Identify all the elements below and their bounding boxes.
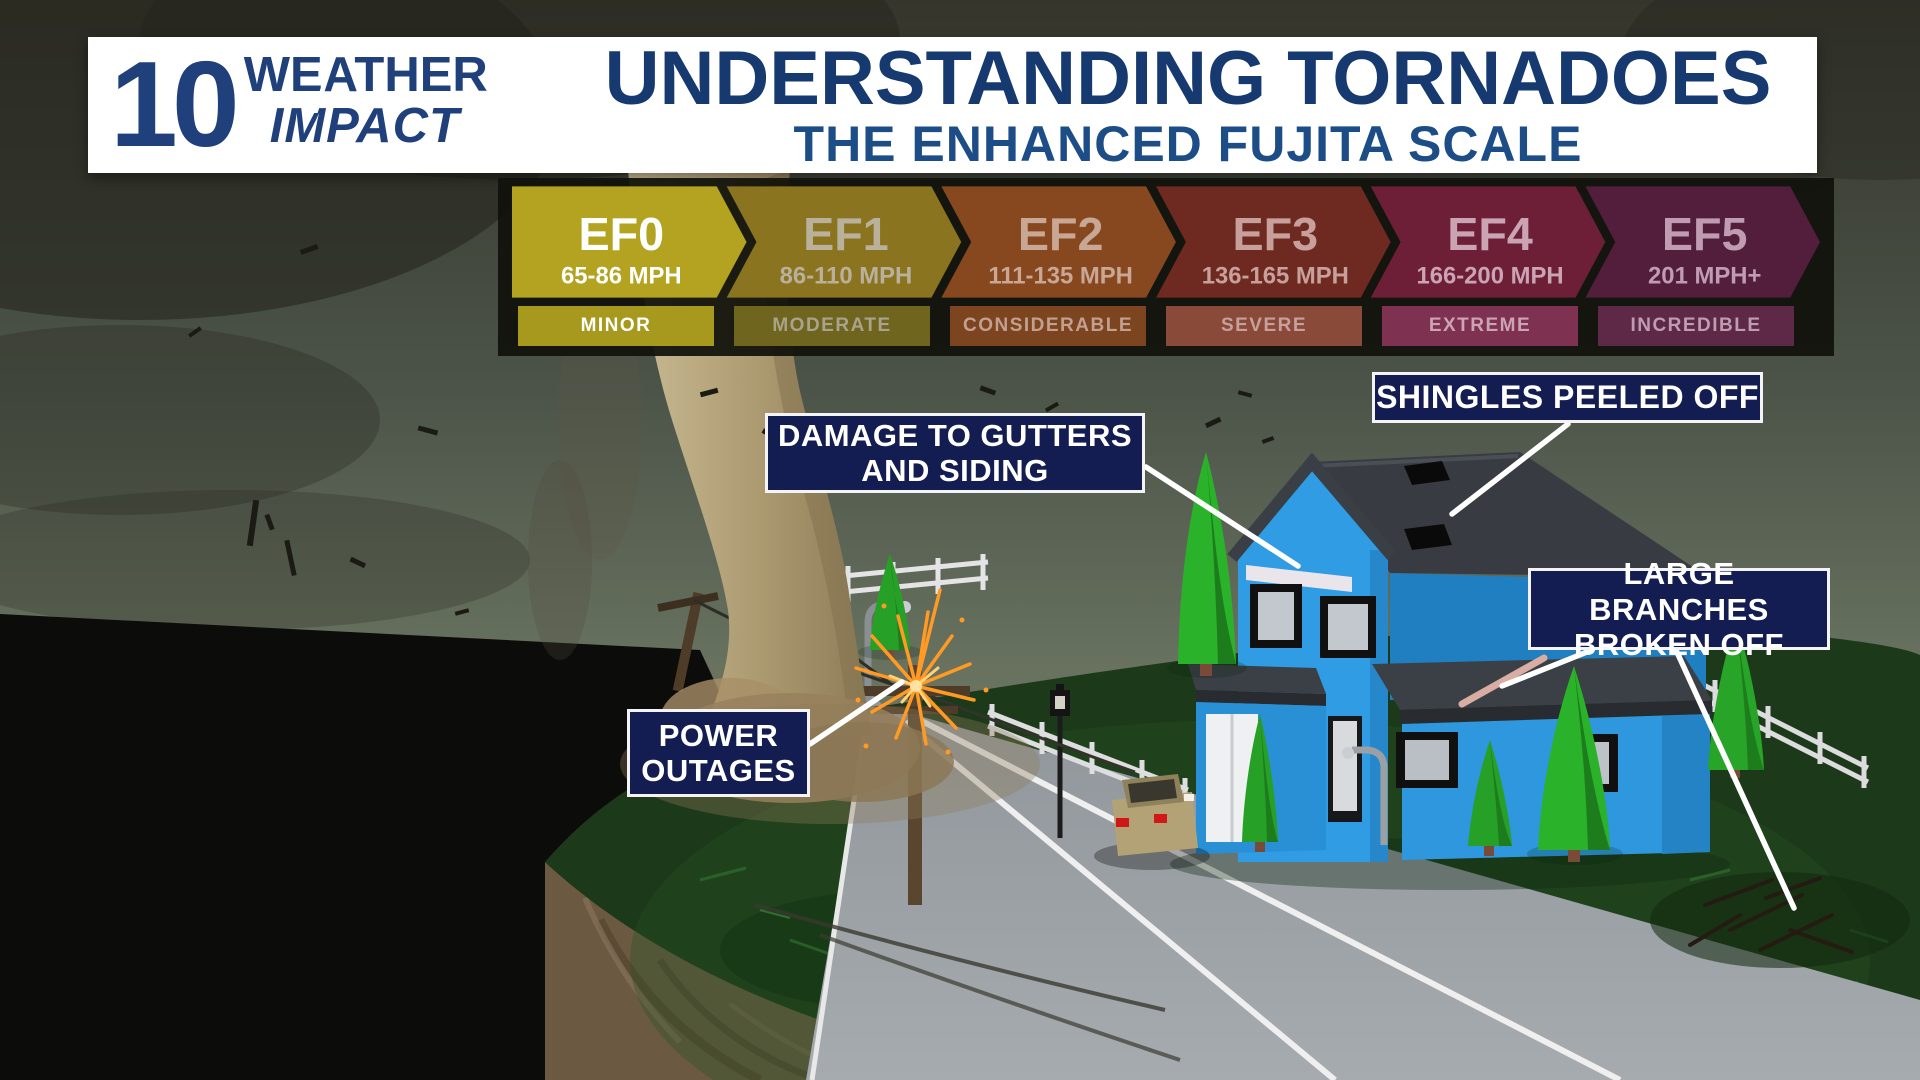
tree [1708, 620, 1764, 778]
page-subtitle: THE ENHANCED FUJITA SCALE [793, 116, 1583, 172]
callout-line: AND SIDING [861, 453, 1049, 488]
roof-trim [1227, 452, 1397, 562]
ef3-speed: 136-165 MPH [1202, 263, 1349, 290]
electrical-sparks [854, 588, 989, 755]
car [1094, 774, 1210, 870]
ef2-speed: 111-135 MPH [988, 263, 1132, 290]
window [1320, 596, 1376, 658]
ef-scale-band: EF0 65-86 MPH EF1 86-110 MPH EF2 111-135… [498, 178, 1834, 356]
callout-shingles-peeled: SHINGLES PEELED OFF [1372, 372, 1763, 423]
ef-scale-arrows: EF0 65-86 MPH EF1 86-110 MPH EF2 111-135… [511, 186, 1821, 298]
logo-number: 10 [110, 36, 240, 172]
callout-line: DAMAGE TO GUTTERS [777, 417, 1133, 453]
callout-line: LARGE BRANCHES [1589, 556, 1769, 627]
ef1-damage-badge: MODERATE [734, 306, 930, 346]
car-window [1128, 779, 1177, 803]
ef0-speed: 65-86 MPH [561, 263, 682, 290]
fallen-wire [819, 933, 1181, 1062]
street-lamp-house [1342, 746, 1388, 845]
ef5-segment: EF5 201 MPH+ [1585, 186, 1821, 298]
logo-weather-text: WEATHER [243, 48, 488, 102]
fallen-branches [1650, 872, 1910, 968]
ef3-segment: EF3 136-165 MPH [1156, 186, 1391, 298]
flat-roof [1372, 656, 1712, 710]
callout-power-outages: POWER OUTAGES [627, 709, 810, 797]
ef3-damage-badge: SEVERE [1166, 306, 1362, 346]
tree [1242, 714, 1278, 852]
connector-branches [1673, 647, 1797, 911]
connector-gutters [1143, 464, 1301, 569]
connector-branches-short [1499, 647, 1595, 689]
ef1-label: EF1 [803, 208, 889, 260]
station-logo: 10 WEATHER IMPACT [110, 43, 488, 165]
street-lantern [1050, 684, 1070, 838]
ef0-damage-badge: MINOR [518, 306, 714, 346]
callout-damage-gutters: DAMAGE TO GUTTERS AND SIDING [765, 413, 1145, 493]
callout-line: OUTAGES [641, 753, 796, 788]
tree [1527, 666, 1623, 865]
ef5-damage-badge: INCREDIBLE [1598, 306, 1794, 346]
callout-line: SHINGLES PEELED OFF [1376, 379, 1759, 416]
window [1250, 584, 1302, 648]
ef4-segment: EF4 166-200 MPH [1370, 186, 1606, 298]
ef3-label: EF3 [1233, 208, 1319, 260]
page-title: UNDERSTANDING TORNADOES [604, 36, 1772, 121]
ef2-damage-badge: CONSIDERABLE [950, 306, 1146, 346]
ef5-label: EF5 [1662, 208, 1748, 260]
connector-shingles [1449, 421, 1571, 517]
header-bar: 10 WEATHER IMPACT UNDERSTANDING TORNADOE… [88, 37, 1817, 173]
callout-large-branches: LARGE BRANCHES BROKEN OFF [1528, 556, 1830, 662]
lane-line [910, 713, 1622, 1080]
ef0-label: EF0 [578, 208, 664, 260]
callout-line: POWER [658, 717, 779, 753]
ef4-damage-badge: EXTREME [1382, 306, 1578, 346]
lane-line [903, 719, 1337, 1080]
ef5-speed: 201 MPH+ [1648, 263, 1761, 290]
platform-dirt-side [545, 862, 1100, 1080]
callout-line: BROKEN OFF [1574, 626, 1784, 662]
connector-power [807, 679, 905, 747]
fallen-wire [754, 903, 1166, 1012]
tree [1167, 452, 1247, 678]
ef2-segment: EF2 111-135 MPH [941, 186, 1176, 298]
callout-connectors [807, 421, 1797, 911]
tree [1468, 740, 1512, 856]
road [806, 695, 1920, 1080]
ef4-label: EF4 [1447, 208, 1533, 260]
ef1-speed: 86-110 MPH [780, 263, 913, 290]
ef4-speed: 166-200 MPH [1416, 263, 1563, 290]
ef0-segment: EF0 65-86 MPH [511, 186, 747, 298]
missing-shingles-hole [1404, 524, 1452, 550]
ef1-segment: EF1 86-110 MPH [726, 186, 962, 298]
missing-shingles-hole [1404, 461, 1450, 485]
logo-words: WEATHER IMPACT [244, 51, 488, 165]
window [1396, 732, 1458, 788]
car-taillight [1116, 818, 1129, 827]
car-taillight [1154, 814, 1167, 823]
logo-impact-text: IMPACT [269, 99, 460, 153]
ef-damage-badges: MINOR MODERATE CONSIDERABLE SEVERE EXTRE… [510, 306, 1822, 346]
title-block: UNDERSTANDING TORNADOES THE ENHANCED FUJ… [568, 37, 1808, 173]
gutter [1246, 565, 1352, 592]
front-door [1328, 716, 1362, 822]
ef2-label: EF2 [1018, 208, 1104, 260]
broken-branch [1458, 654, 1548, 708]
